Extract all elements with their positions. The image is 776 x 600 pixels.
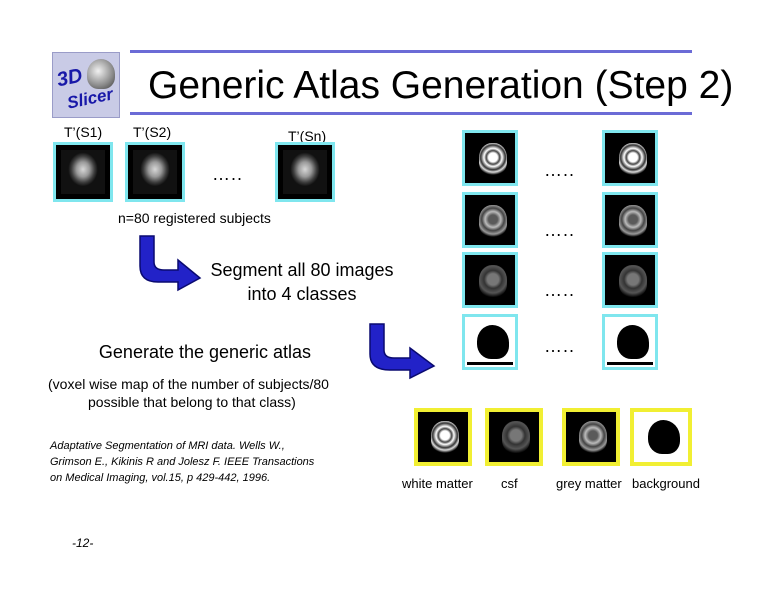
- citation-line2: Grimson E., Kikinis R and Jolesz F. IEEE…: [50, 456, 315, 468]
- step2-title: Generate the generic atlas: [98, 342, 312, 362]
- mri-image-s1: [53, 142, 113, 202]
- grid-ellipsis-r1: …..: [544, 160, 576, 180]
- seg-grid-r2-c2: [602, 192, 658, 248]
- subjects-ellipsis: …..: [212, 164, 244, 184]
- mri-image-sn: [275, 142, 335, 202]
- arrow-atlas-icon: [369, 323, 436, 380]
- grid-ellipsis-r2: …..: [544, 220, 576, 240]
- label-s1: T’(S1): [64, 124, 103, 140]
- citation-line3: on Medical Imaging, vol.15, p 429-442, 1…: [50, 472, 271, 484]
- atlas-background: [630, 408, 692, 466]
- step2-desc2: possible that belong to that class): [88, 394, 296, 410]
- logo-text-3d: 3D: [54, 64, 85, 92]
- page-title: Generic Atlas Generation (Step 2): [148, 64, 734, 107]
- mri-image-s2: [125, 142, 185, 202]
- title-rule-top: [130, 50, 692, 53]
- title-rule-bottom: [130, 112, 692, 115]
- label-s2: T’(S2): [133, 124, 172, 140]
- grid-ellipsis-r4: …..: [544, 336, 576, 356]
- logo-head-icon: [87, 59, 115, 89]
- caption-background: background: [632, 476, 700, 491]
- caption-csf: csf: [501, 476, 518, 491]
- seg-grid-r3-c2: [602, 252, 658, 308]
- atlas-csf: [485, 408, 543, 466]
- atlas-grey-matter: [562, 408, 620, 466]
- step1-line1: Segment all 80 images: [210, 260, 394, 280]
- seg-grid-r2-c1: [462, 192, 518, 248]
- seg-grid-r3-c1: [462, 252, 518, 308]
- seg-grid-r4-c1: [462, 314, 518, 370]
- seg-grid-r1-c1: [462, 130, 518, 186]
- seg-grid-r1-c2: [602, 130, 658, 186]
- step2-desc1: (voxel wise map of the number of subject…: [48, 376, 329, 392]
- caption-white-matter: white matter: [402, 476, 473, 491]
- seg-grid-r4-c2: [602, 314, 658, 370]
- step1-line2: into 4 classes: [247, 284, 357, 304]
- caption-grey-matter: grey matter: [556, 476, 622, 491]
- slicer-logo: 3D Slicer: [52, 52, 120, 118]
- page-number: -12-: [72, 536, 94, 550]
- atlas-white-matter: [414, 408, 472, 466]
- subject-count: n=80 registered subjects: [118, 210, 271, 226]
- arrow-segment-icon: [139, 235, 202, 292]
- citation: Adaptative Segmentation of MRI data. Wel…: [50, 438, 314, 486]
- grid-ellipsis-r3: …..: [544, 280, 576, 300]
- label-sn: T’(Sn): [288, 128, 327, 144]
- citation-line1: Adaptative Segmentation of MRI data. Wel…: [50, 440, 285, 452]
